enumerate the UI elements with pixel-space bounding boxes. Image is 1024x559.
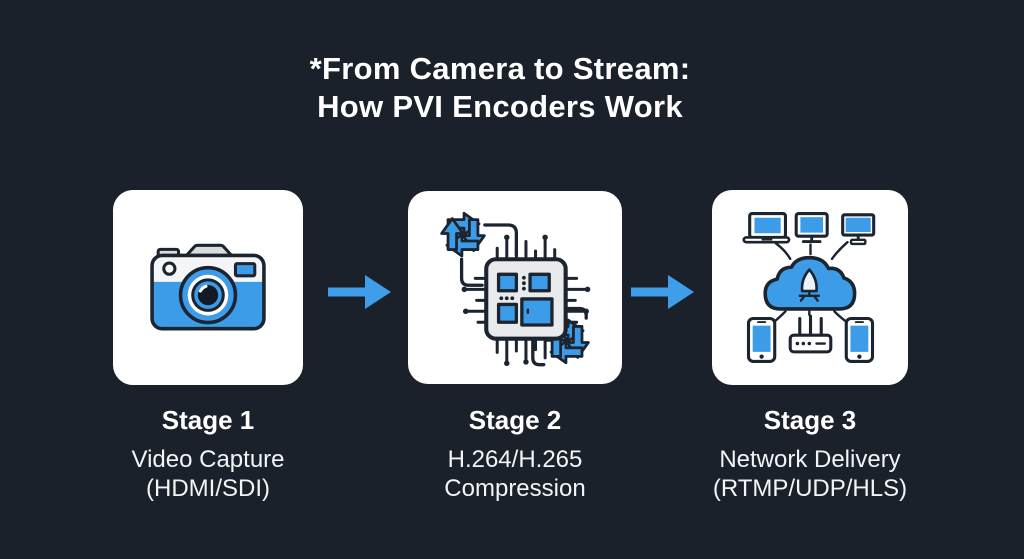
stage-2-card [408,191,622,384]
stage-1-detail-1: Video Capture [131,446,285,473]
stage-2-detail-2: Compression [444,475,586,502]
stage-2-detail-1: H.264/H.265 [447,446,583,473]
title-line-1: *From Camera to Stream: [309,51,691,86]
stage-1-label: Stage 1 Video Capture (HDMI/SDI) [48,405,368,503]
stage-3-detail-2: (RTMP/UDP/HLS) [712,475,908,502]
stage-1-name: Stage 1 [161,405,255,435]
network-delivery-icon [741,212,875,363]
right-arrow-icon [328,275,391,309]
camera-icon [150,243,266,330]
title-line-2: How PVI Encoders Work [317,89,683,124]
stage-2-label: Stage 2 H.264/H.265 Compression [355,405,675,503]
stage-3-name: Stage 3 [763,405,857,435]
stage-3-card [712,190,908,385]
stage-2-name: Stage 2 [468,405,562,435]
right-arrow-icon [631,275,694,309]
diagram-title: *From Camera to Stream: How PVI Encoders… [0,50,1000,126]
stage-1-detail-2: (HDMI/SDI) [146,475,270,502]
stage-3-detail-1: Network Delivery [719,446,901,473]
stage-3-label: Stage 3 Network Delivery (RTMP/UDP/HLS) [650,405,970,503]
encoder-chip-icon [440,211,591,366]
stage-1-card [113,190,303,385]
